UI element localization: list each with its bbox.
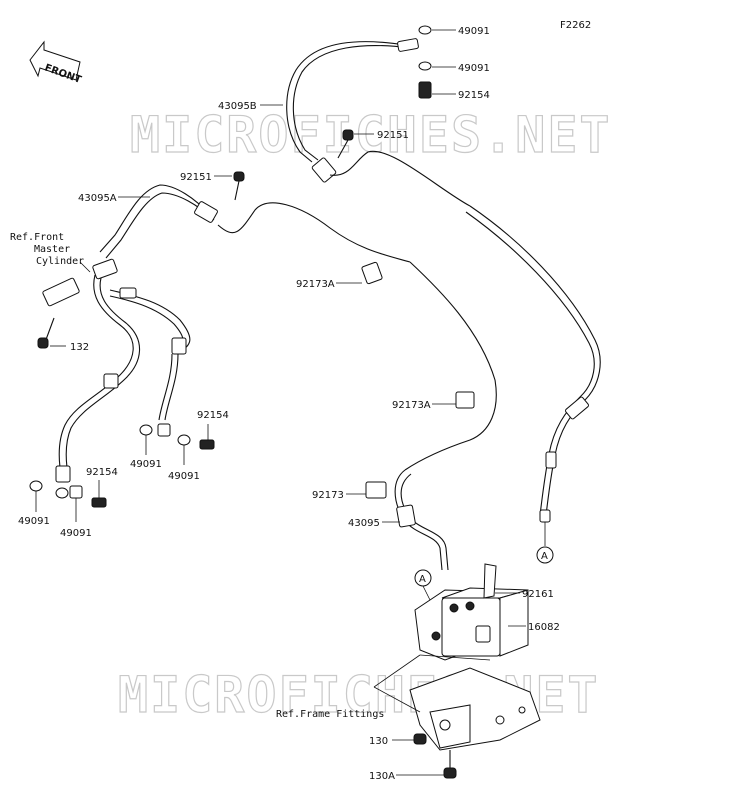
fitting-group-mid xyxy=(139,423,215,465)
label-43095b: 43095B xyxy=(218,101,257,112)
ref-front-master-line2: Master xyxy=(34,244,70,255)
bolt-130a xyxy=(396,750,457,779)
circle-a-right xyxy=(536,546,554,564)
label-92173: 92173 xyxy=(312,490,344,501)
hose-43095 xyxy=(365,469,449,571)
label-92154-mid: 92154 xyxy=(197,410,229,421)
front-arrow-icon: FRONT xyxy=(29,40,83,86)
bolt-130 xyxy=(392,733,427,745)
watermark-top: MICROFICHES.NET xyxy=(130,106,612,164)
label-circle-a-left: A xyxy=(419,574,426,585)
top-fitting-group xyxy=(418,25,456,99)
label-130a: 130A xyxy=(369,771,395,782)
hose-right-to-a xyxy=(465,205,601,546)
bolt-132 xyxy=(37,317,66,349)
clamp-92173a-upper xyxy=(336,261,383,285)
label-43095: 43095 xyxy=(348,518,380,529)
label-92151-left: 92151 xyxy=(180,172,212,183)
fitting-group-low xyxy=(29,480,107,522)
label-92161: 92161 xyxy=(522,589,554,600)
bolt-92151-top xyxy=(337,129,374,159)
label-16082: 16082 xyxy=(528,622,560,633)
label-43095a: 43095A xyxy=(78,193,117,204)
abs-hydraulic-unit xyxy=(414,563,529,661)
label-92154-top: 92154 xyxy=(458,90,490,101)
ref-front-master-line3: Cylinder xyxy=(36,256,84,267)
hose-43095a xyxy=(99,184,497,471)
label-92173a-lower: 92173A xyxy=(392,400,431,411)
label-130: 130 xyxy=(369,736,388,747)
label-ref-frame-fittings: Ref.Frame Fittings xyxy=(276,709,384,720)
abs-mounting-bracket xyxy=(409,667,541,751)
label-49091-low-a: 49091 xyxy=(18,516,50,527)
ref-front-master-line1: Ref.Front xyxy=(10,232,64,243)
label-49091-top: 49091 xyxy=(458,26,490,37)
clamp-92173a-lower xyxy=(432,391,475,409)
label-circle-a-right: A xyxy=(541,551,548,562)
master-cylinder-bracket xyxy=(42,258,118,307)
label-49091-mid-a: 49091 xyxy=(130,459,162,470)
label-132: 132 xyxy=(70,342,89,353)
label-92154-low: 92154 xyxy=(86,467,118,478)
label-92151-top: 92151 xyxy=(377,130,409,141)
label-49091-low-b: 49091 xyxy=(60,528,92,539)
label-49091-mid-b: 49091 xyxy=(168,471,200,482)
figure-code: F2262 xyxy=(560,20,591,31)
label-49091-mid: 49091 xyxy=(458,63,490,74)
hose-43095b xyxy=(286,38,471,207)
hose-left-lower xyxy=(55,274,191,483)
label-92173a-upper: 92173A xyxy=(296,279,335,290)
bolt-92151-left xyxy=(214,171,245,201)
